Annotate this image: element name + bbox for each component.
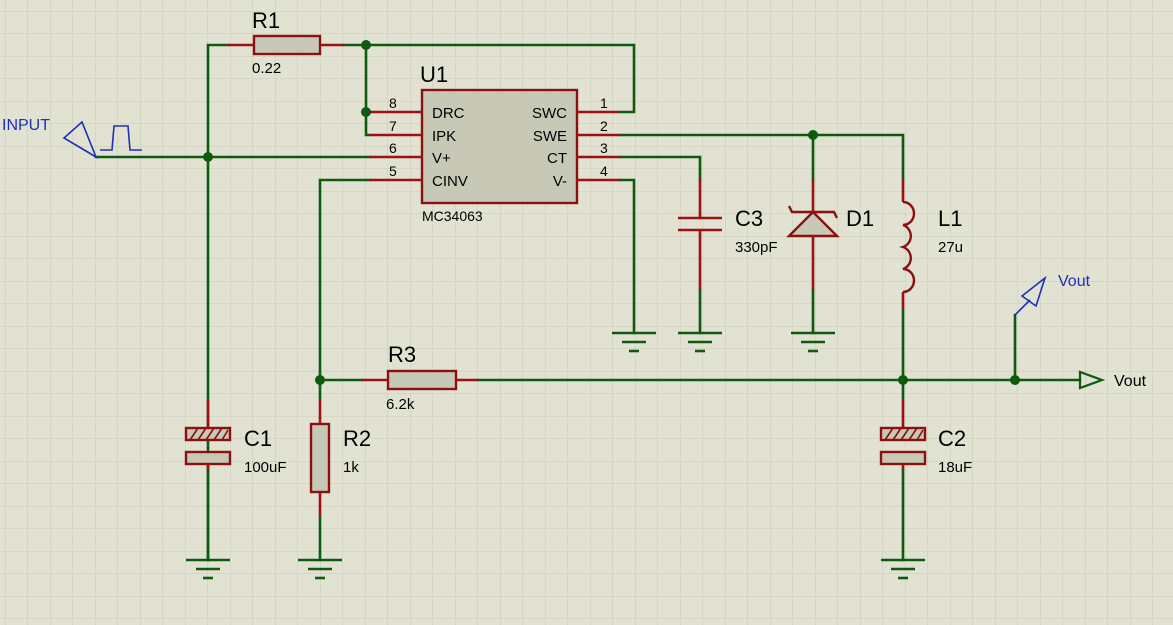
vout-probe[interactable]: Vout bbox=[1014, 273, 1091, 316]
pin-name: CT bbox=[547, 150, 567, 167]
pin-name: IPK bbox=[432, 128, 456, 145]
capacitor-c2[interactable]: C2 18uF bbox=[879, 400, 972, 476]
pin-name: V- bbox=[553, 173, 567, 190]
pin-num: 6 bbox=[389, 140, 397, 156]
pin-num: 7 bbox=[389, 118, 397, 134]
pin-name: V+ bbox=[432, 150, 451, 167]
capacitor-c1[interactable]: C1 100uF bbox=[184, 400, 287, 476]
pin-num: 5 bbox=[389, 163, 397, 179]
pin-name: CINV bbox=[432, 173, 468, 190]
pin-name: SWC bbox=[532, 105, 567, 122]
c1-ref: C1 bbox=[244, 426, 272, 451]
u1-part: MC34063 bbox=[422, 208, 483, 224]
inductor-l1[interactable]: L1 27u bbox=[899, 180, 963, 310]
pin-num: 8 bbox=[389, 95, 397, 111]
ground-icon bbox=[612, 331, 656, 353]
d1-ref: D1 bbox=[846, 206, 874, 231]
pin-name: SWE bbox=[533, 128, 567, 145]
pin-num: 1 bbox=[600, 95, 608, 111]
l1-ref: L1 bbox=[938, 206, 962, 231]
junction-dot bbox=[898, 375, 908, 385]
junction-dot bbox=[203, 152, 213, 162]
l1-value: 27u bbox=[938, 239, 963, 256]
pin-num: 2 bbox=[600, 118, 608, 134]
r3-ref: R3 bbox=[388, 342, 416, 367]
output-arrow-icon bbox=[1078, 370, 1106, 390]
r1-value: 0.22 bbox=[252, 60, 281, 77]
wires bbox=[94, 43, 1082, 562]
u1-ref: U1 bbox=[420, 62, 448, 87]
ground-icon bbox=[881, 558, 925, 580]
ground-icon bbox=[298, 558, 342, 580]
voltage-probe-icon bbox=[1014, 275, 1047, 316]
junctions bbox=[203, 40, 1020, 385]
r3-value: 6.2k bbox=[386, 396, 415, 413]
pin-num: 3 bbox=[600, 140, 608, 156]
pin-name: DRC bbox=[432, 105, 465, 122]
c3-value: 330pF bbox=[735, 239, 778, 256]
capacitor-c3[interactable]: C3 330pF bbox=[678, 180, 778, 290]
resistor-r3[interactable]: R3 6.2k bbox=[362, 342, 478, 413]
c1-value: 100uF bbox=[244, 459, 287, 476]
r2-value: 1k bbox=[343, 459, 359, 476]
c2-value: 18uF bbox=[938, 459, 972, 476]
vout-terminal[interactable]: Vout bbox=[1078, 370, 1147, 390]
junction-dot bbox=[1010, 375, 1020, 385]
ic-u1[interactable]: U1 MC34063 8 DRC 7 IPK 6 V+ 5 CINV 1 SWC… bbox=[370, 62, 620, 224]
junction-dot bbox=[808, 130, 818, 140]
resistor-r2[interactable]: R2 1k bbox=[309, 400, 371, 515]
pin-num: 4 bbox=[600, 163, 608, 179]
c2-ref: C2 bbox=[938, 426, 966, 451]
r2-ref: R2 bbox=[343, 426, 371, 451]
resistor-r1[interactable]: R1 0.22 bbox=[228, 8, 344, 77]
junction-dot bbox=[361, 107, 371, 117]
r1-ref: R1 bbox=[252, 8, 280, 33]
vout-probe-label: Vout bbox=[1058, 273, 1091, 290]
c3-ref: C3 bbox=[735, 206, 763, 231]
ground-icon bbox=[678, 331, 722, 353]
ground-symbols bbox=[186, 331, 925, 580]
pulse-generator-icon bbox=[62, 120, 142, 159]
diode-d1[interactable]: D1 bbox=[786, 180, 874, 290]
junction-dot bbox=[361, 40, 371, 50]
input-label: INPUT bbox=[2, 117, 50, 134]
junction-dot bbox=[315, 375, 325, 385]
ground-icon bbox=[186, 558, 230, 580]
vout-terminal-label: Vout bbox=[1114, 373, 1147, 390]
ground-icon bbox=[791, 331, 835, 353]
input-generator[interactable]: INPUT bbox=[2, 117, 142, 159]
